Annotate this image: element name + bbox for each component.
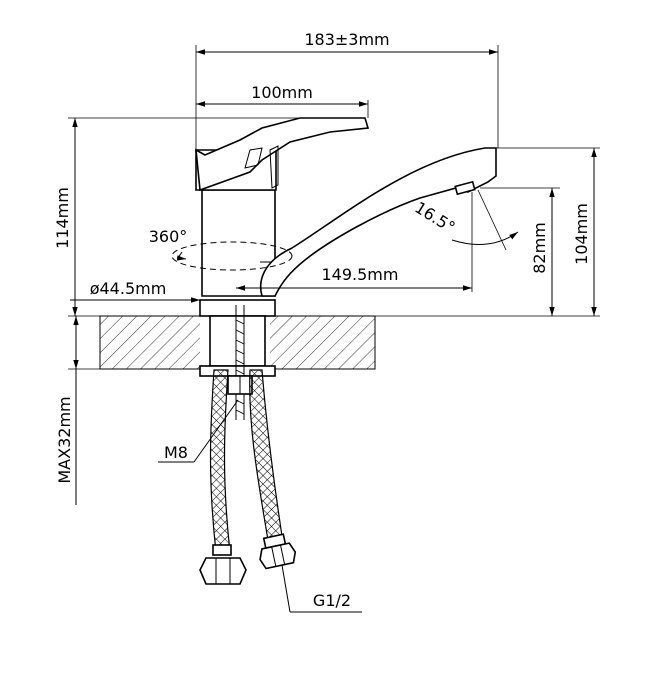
dimension-total-height: 114mm xyxy=(53,117,300,317)
base-diameter-label: ø44.5mm xyxy=(90,279,167,298)
dimension-handle-length: 100mm xyxy=(196,83,369,118)
rotation-indicator xyxy=(171,241,293,271)
mounting-assembly xyxy=(199,299,276,420)
overall-length-label: 183±3mm xyxy=(304,30,389,49)
outlet-height-label: 82mm xyxy=(530,222,549,274)
spout-top-height-label: 104mm xyxy=(572,203,591,265)
stud-thread-label: M8 xyxy=(164,443,188,462)
dimension-spout-top-height: 104mm xyxy=(496,147,600,316)
dimension-overall-length: 183±3mm xyxy=(195,30,499,150)
dimension-spout-reach: 149.5mm xyxy=(236,192,473,292)
flexible-hoses xyxy=(199,369,297,585)
dimension-spout-angle: 16.5° xyxy=(411,189,519,251)
leader-stud-thread: M8 xyxy=(158,399,239,463)
spout-reach-label: 149.5mm xyxy=(322,265,399,284)
leader-hose-thread: G1/2 xyxy=(281,564,362,613)
handle-length-label: 100mm xyxy=(251,83,313,102)
hose-thread-label: G1/2 xyxy=(313,591,351,610)
total-height-label: 114mm xyxy=(53,187,72,249)
spout-angle-label: 16.5° xyxy=(411,198,458,237)
dimension-deck-thickness: MAX32mm xyxy=(55,316,100,505)
rotation-label: 360° xyxy=(149,227,188,246)
dimension-base-diameter: ø44.5mm xyxy=(70,279,275,303)
deck-thickness-label: MAX32mm xyxy=(55,396,74,483)
dimension-outlet-height: 82mm xyxy=(375,187,600,317)
